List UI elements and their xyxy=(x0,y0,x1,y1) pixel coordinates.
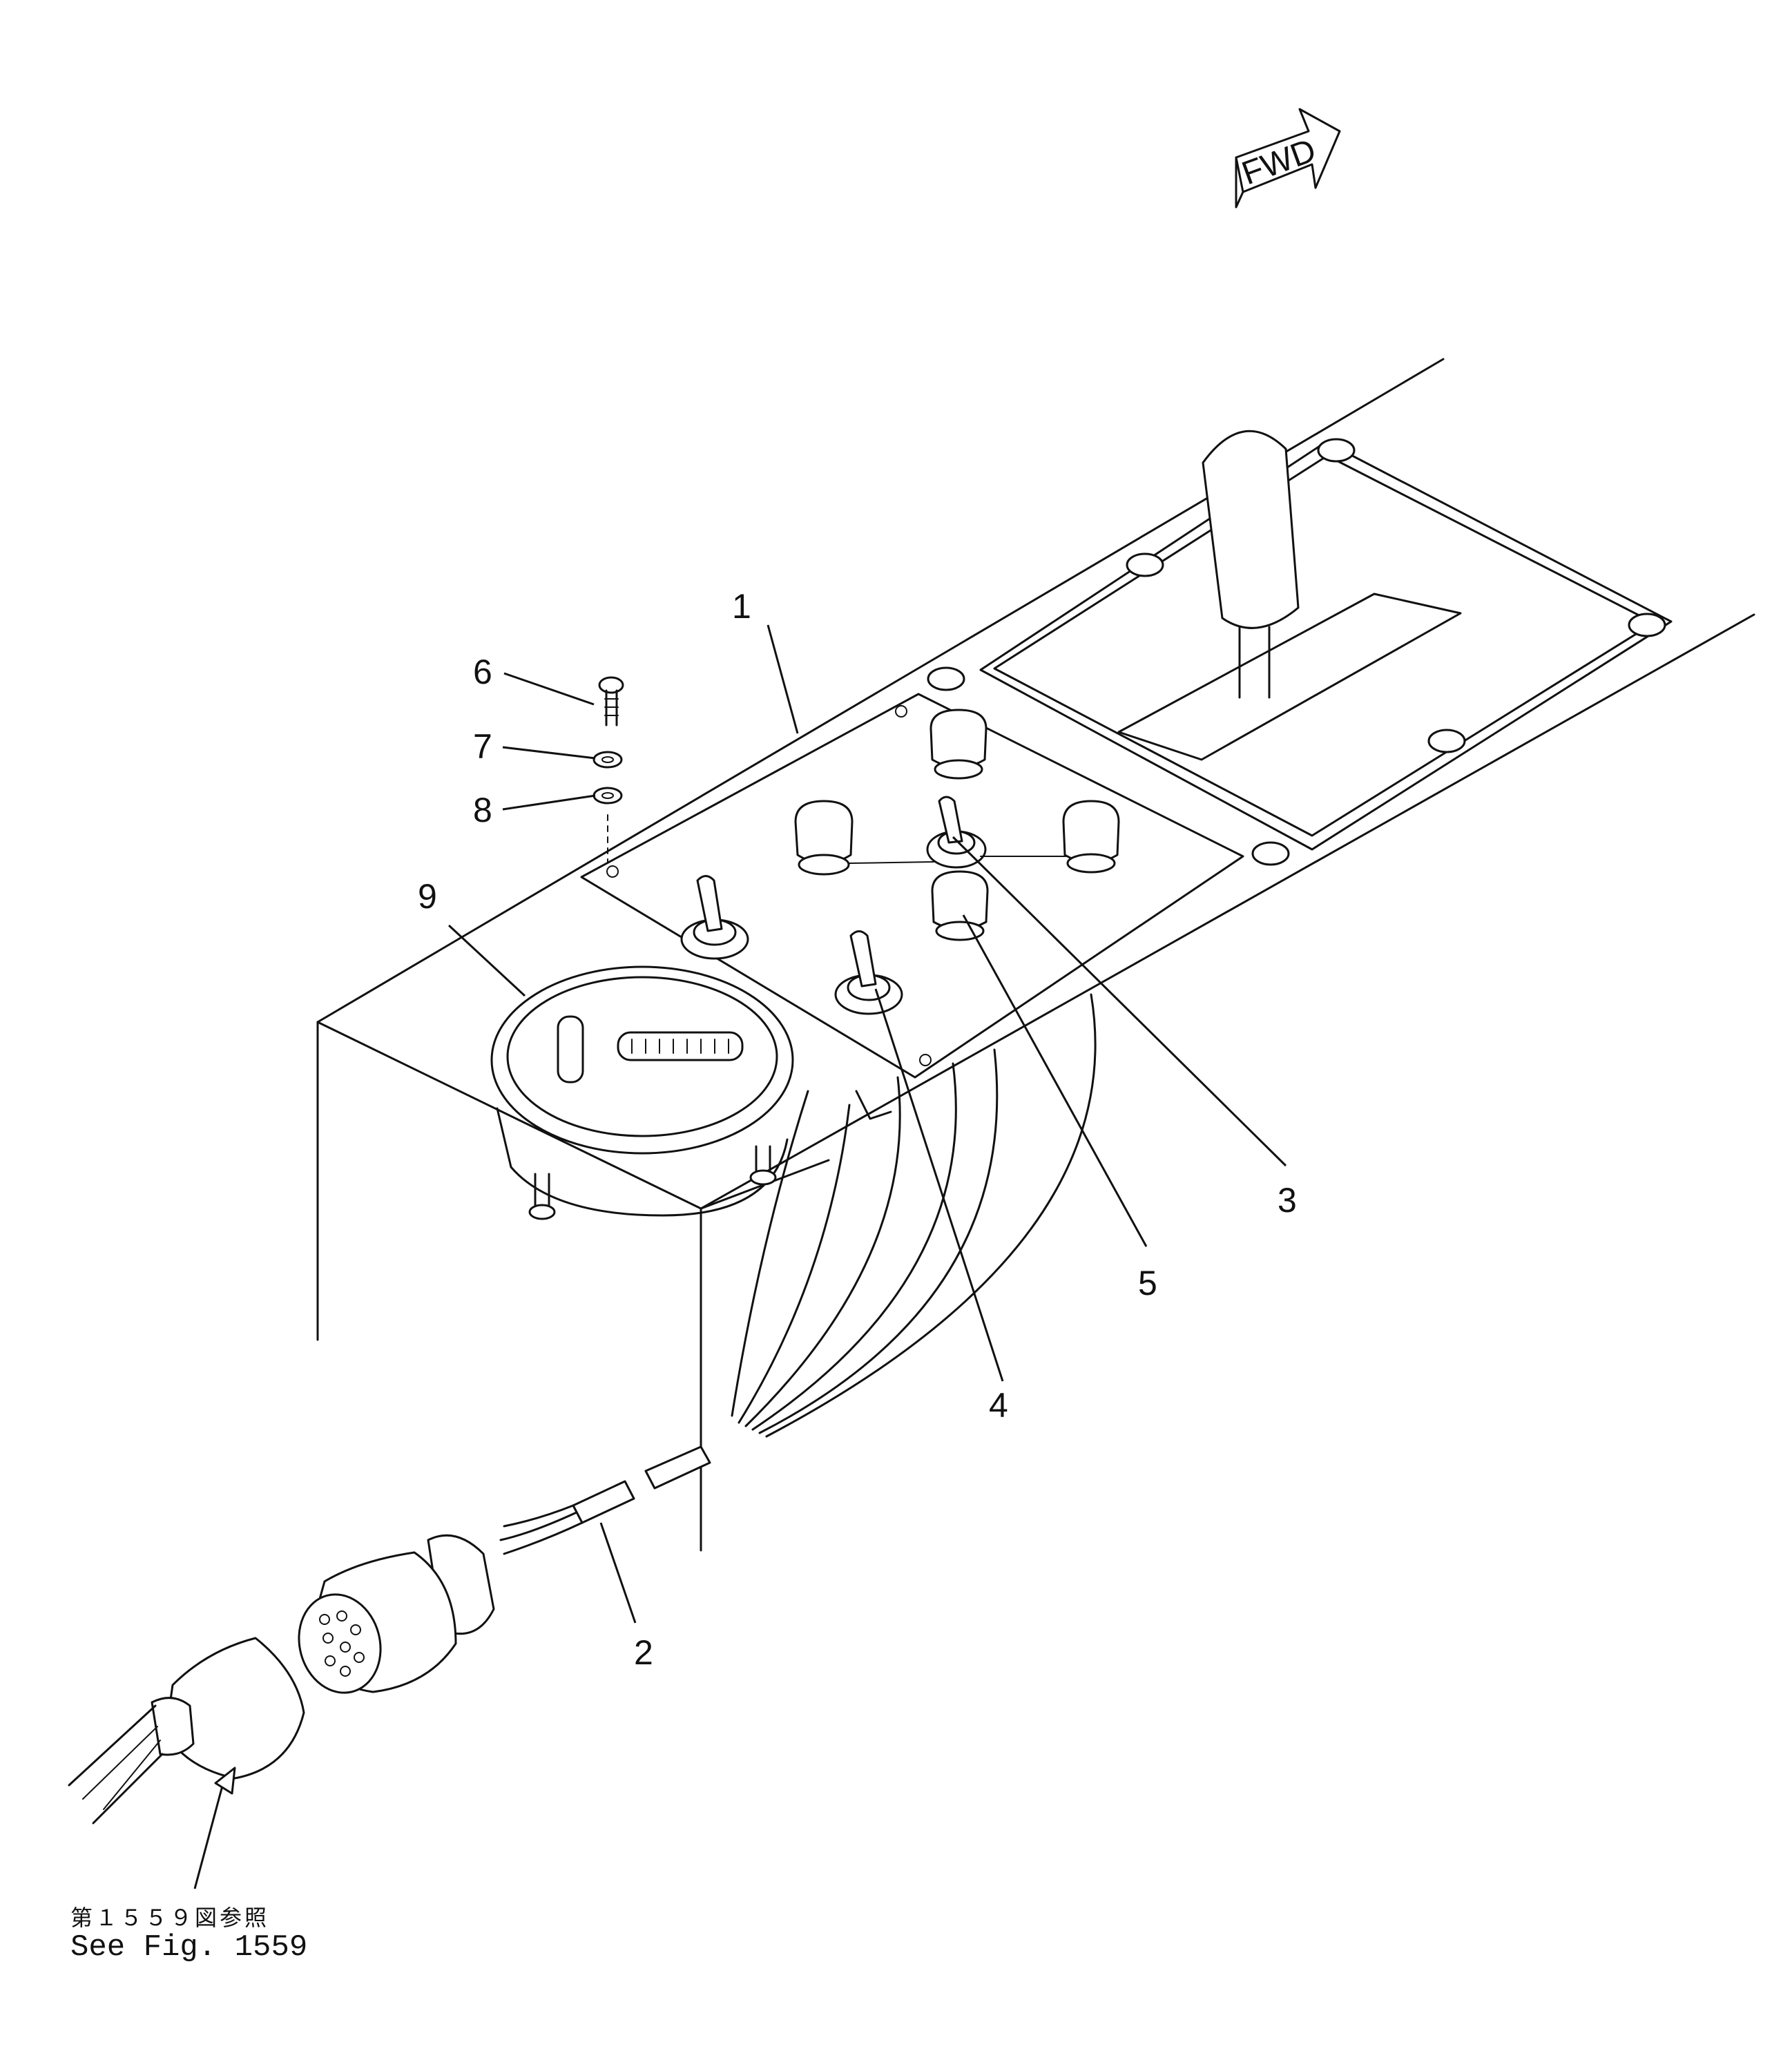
shift-knob-icon xyxy=(1202,430,1300,699)
cover-bolt-icon xyxy=(927,438,1666,866)
fwd-arrow-icon: FWD xyxy=(1235,108,1341,209)
indicator-lamp-icon xyxy=(794,800,854,876)
flat-washer-icon xyxy=(592,787,623,805)
indicator-lamp-icon xyxy=(1062,800,1120,874)
callout-3: 3 xyxy=(1278,1181,1297,1220)
indicator-lamp-icon xyxy=(931,870,989,941)
connector-icon xyxy=(68,1534,495,1825)
callout-7: 7 xyxy=(473,727,492,766)
mounting-stud-icon xyxy=(528,1145,777,1220)
screw-icon xyxy=(598,676,624,726)
indicator-lamp-icon xyxy=(929,709,987,780)
callout-8: 8 xyxy=(473,791,492,829)
connector-pin-icon xyxy=(319,1610,365,1677)
callout-4: 4 xyxy=(989,1386,1008,1425)
reference-note-english: See Fig. 1559 xyxy=(70,1930,308,1965)
reference-arrowhead-icon xyxy=(214,1767,236,1795)
callout-9: 9 xyxy=(418,877,437,916)
callout-2: 2 xyxy=(634,1633,653,1672)
hour-meter xyxy=(490,965,794,1220)
toggle-switch-icon xyxy=(834,930,903,1015)
shift-lever-assembly xyxy=(927,430,1673,866)
callout-1: 1 xyxy=(732,587,751,626)
wire-harness xyxy=(499,993,1097,1555)
callout-5: 5 xyxy=(1138,1264,1157,1302)
callout-6: 6 xyxy=(473,653,492,691)
callout-leaders xyxy=(193,624,1287,1889)
spring-washer-icon xyxy=(592,751,623,769)
toggle-switch-icon xyxy=(680,875,749,960)
reference-note-japanese: 第１５５９図参照 xyxy=(70,1907,270,1932)
